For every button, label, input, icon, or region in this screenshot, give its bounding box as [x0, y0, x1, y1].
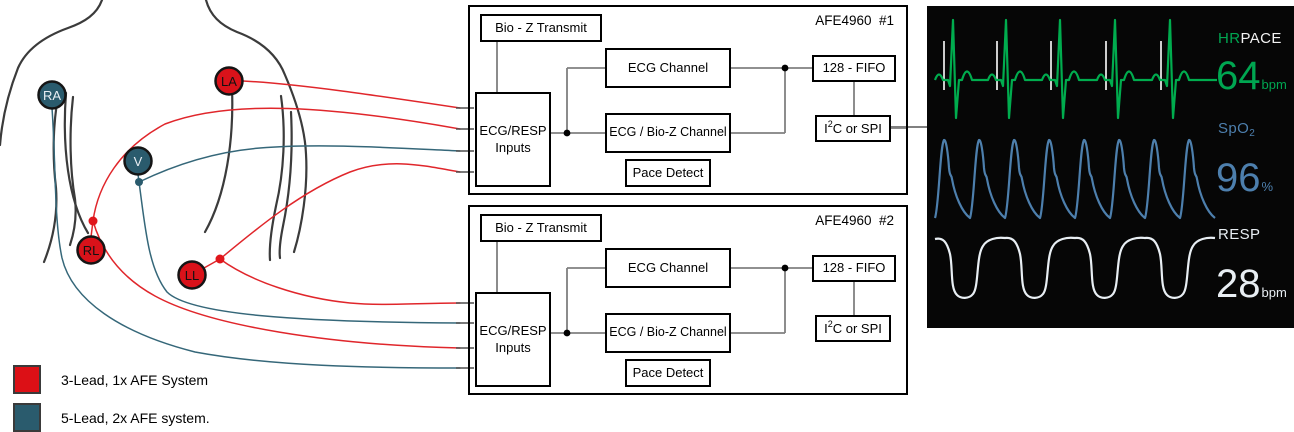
wire-rl-to-afe1	[92, 107, 461, 222]
resp-unit: bpm	[1261, 285, 1287, 300]
pace-label: PACE	[1240, 30, 1282, 47]
hr-label: HR	[1218, 30, 1241, 47]
resp-value: 28bpm	[1216, 262, 1287, 306]
legend-item-3lead: 3-Lead, 1x AFE System	[13, 365, 208, 394]
body-arm-inner-left-2	[68, 95, 77, 247]
body-torso-left	[63, 91, 90, 235]
electrode-la-label: LA	[221, 74, 237, 89]
spo2-value: 96%	[1216, 156, 1274, 200]
wire-v-to-afe1	[138, 145, 461, 183]
body-arm-inner-right	[268, 94, 285, 262]
body-arm-inner-right-2	[278, 110, 293, 260]
afe2-inputs-line2: Inputs	[495, 339, 531, 355]
monitor-waveforms	[933, 18, 1217, 299]
afe1-ecg-bioz-channel-block: ECG / Bio-Z Channel	[605, 113, 731, 153]
legend-item-5lead: 5-Lead, 2x AFE system.	[13, 403, 210, 432]
pace-spikes	[943, 41, 1162, 90]
afe1-bioz-transmit-block: Bio - Z Transmit	[480, 14, 602, 42]
afe-unit-2: AFE4960 #2 Bio - Z Transmit ECG/RESP Inp…	[468, 205, 908, 395]
electrodes: RA LA V RL LL	[37, 66, 244, 290]
electrode-ll-label: LL	[185, 268, 199, 283]
afe1-ecg-channel-block: ECG Channel	[605, 48, 731, 88]
electrode-ra: RA	[37, 80, 67, 110]
junction-dot-v	[135, 178, 143, 186]
electrode-v-label: V	[134, 154, 143, 169]
hr-pace-label: HRPACE	[1218, 30, 1282, 47]
spo2-unit: %	[1261, 179, 1274, 194]
afe1-title: AFE4960 #1	[815, 13, 894, 28]
afe2-i2c-spi-block: I2C or SPI	[815, 315, 891, 342]
wire-v-to-afe2	[138, 181, 461, 324]
junction-dot-rl	[88, 216, 98, 226]
afe2-connection-lines	[496, 242, 855, 337]
spo2-waveform	[933, 138, 1216, 220]
afe-unit-1: AFE4960 #1 Bio - Z Transmit ECG/RESP Inp…	[468, 5, 908, 195]
wire-ll-to-afe2	[219, 258, 461, 306]
wire-ra-to-afe2	[51, 107, 461, 369]
electrode-rl-label: RL	[83, 243, 100, 258]
resp-label: RESP	[1218, 226, 1261, 243]
input-stub-lines	[456, 107, 474, 369]
legend-swatch-teal	[13, 403, 41, 432]
afe2-fifo-block: 128 - FIFO	[812, 255, 896, 282]
afe2-title: AFE4960 #2	[815, 213, 894, 228]
lead-wires	[51, 80, 461, 369]
patient-monitor-display: HRPACE 64bpm SpO2 96% RESP 28bpm	[927, 6, 1294, 328]
afe1-pace-detect-block: Pace Detect	[625, 159, 711, 187]
body-neck-shoulder-right	[204, 0, 308, 254]
hr-unit: bpm	[1261, 77, 1287, 92]
resp-waveform	[934, 236, 1216, 299]
wire-ll-to-afe1	[219, 163, 461, 260]
afe1-connection-lines	[496, 42, 906, 137]
afe1-fifo-block: 128 - FIFO	[812, 55, 896, 82]
electrode-v: V	[123, 146, 153, 176]
legend-swatch-red	[13, 365, 41, 394]
junction-dot-ll	[215, 254, 225, 264]
electrode-rl: RL	[76, 235, 106, 265]
legend-label-5lead: 5-Lead, 2x AFE system.	[61, 409, 210, 426]
wire-rl-to-afe2	[92, 220, 461, 349]
afe1-inputs-line2: Inputs	[495, 139, 531, 155]
afe2-ecg-resp-inputs-block: ECG/RESP Inputs	[475, 292, 551, 387]
electrode-ll: LL	[177, 260, 207, 290]
electrode-la: LA	[214, 66, 244, 96]
wire-junction-dots	[88, 178, 225, 264]
legend-label-3lead: 3-Lead, 1x AFE System	[61, 371, 209, 388]
afe2-bioz-transmit-block: Bio - Z Transmit	[480, 214, 602, 242]
afe1-i2c-spi-block: I2C or SPI	[815, 115, 891, 142]
hr-value: 64bpm	[1216, 54, 1287, 98]
body-torso-right	[203, 86, 234, 234]
ecg-waveform	[933, 18, 1217, 120]
afe2-pace-detect-block: Pace Detect	[625, 359, 711, 387]
body-neck-shoulder-left	[0, 0, 104, 147]
afe2-ecg-channel-block: ECG Channel	[605, 248, 731, 288]
afe1-ecg-resp-inputs-block: ECG/RESP Inputs	[475, 92, 551, 187]
afe2-inputs-line1: ECG/RESP	[479, 323, 547, 339]
wire-la-to-afe1	[242, 80, 461, 109]
spo2-label: SpO2	[1218, 120, 1256, 139]
electrode-ra-label: RA	[43, 88, 61, 103]
afe2-ecg-bioz-channel-block: ECG / Bio-Z Channel	[605, 313, 731, 353]
afe1-inputs-line1: ECG/RESP	[479, 123, 547, 139]
